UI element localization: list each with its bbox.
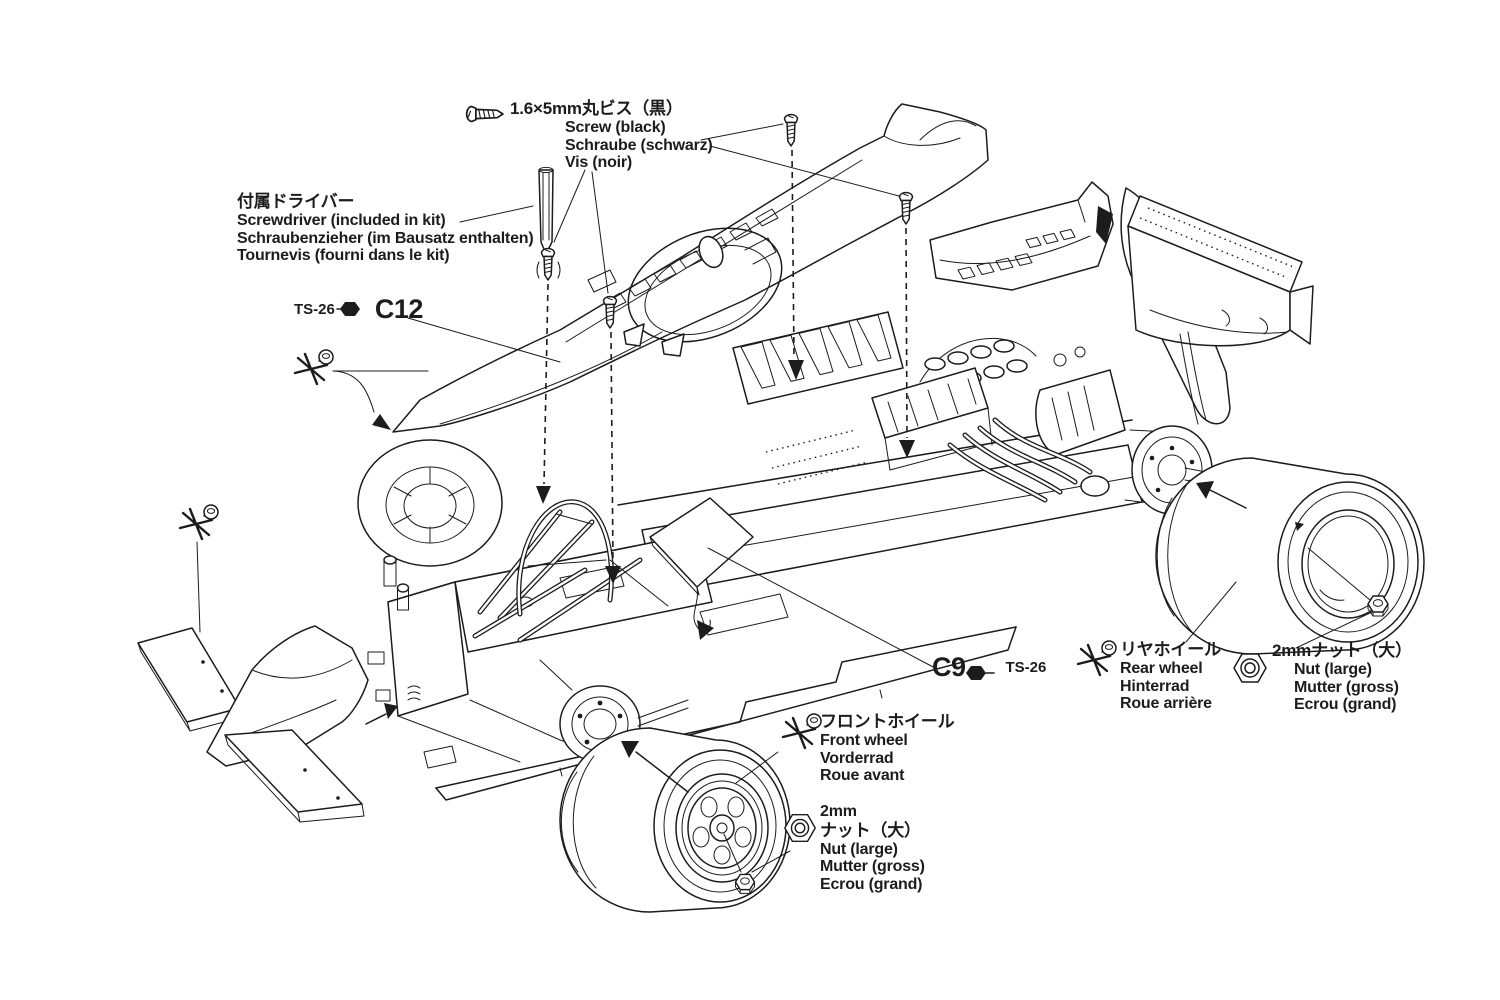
- screw-icon: [540, 247, 556, 281]
- part-code: C12: [374, 294, 424, 324]
- screwdriver-callout-jp: 付属ドライバー: [237, 192, 355, 211]
- rear-nut-callout: 2mmナット（大） Nut (large) Mutter (gross) Ecr…: [1272, 641, 1412, 714]
- leader-lines: [332, 123, 936, 669]
- rear-wing: [1096, 187, 1314, 425]
- front-nut-de: Mutter (gross): [820, 858, 925, 875]
- screw-callout: 1.6×5mm丸ビス（黒） Screw (black) Schraube (sc…: [510, 99, 713, 172]
- ghost-front-wheel: [357, 439, 503, 567]
- front-nut-en: Nut (large): [820, 840, 898, 858]
- part-callout-c9: C9 TS-26: [932, 652, 1046, 683]
- front-wheel-de: Vorderrad: [820, 749, 894, 767]
- rear-wheel-de: Hinterrad: [1120, 677, 1190, 695]
- sprue-mark-icon: [1076, 639, 1118, 677]
- hex-nut-icon: [1233, 653, 1267, 683]
- paint-code: TS-26: [294, 301, 335, 318]
- screwdriver-callout-en: Screwdriver (included in kit): [237, 212, 446, 229]
- screws: [536, 113, 915, 584]
- sprue-marks: [178, 348, 429, 633]
- engine-cover-panel: [929, 181, 1114, 291]
- front-wheel-fr: Roue avant: [820, 767, 905, 784]
- engine: [871, 337, 1126, 503]
- paint-hex-icon: [966, 666, 995, 680]
- body-cowl: [392, 103, 989, 433]
- paint-code: TS-26: [1005, 659, 1047, 676]
- rear-nut-jp: 2mmナット（大）: [1272, 641, 1412, 660]
- rear-tire: [1155, 457, 1425, 655]
- paint-hex-icon: [336, 302, 360, 316]
- rear-nut-fr: Ecrou (grand): [1294, 696, 1397, 713]
- screwdriver-callout-de: Schraubenzieher (im Bausatz enthalten): [237, 229, 534, 247]
- screw-callout-fr: Vis (noir): [565, 154, 633, 171]
- nose-cone-assembly: [137, 625, 398, 823]
- front-wheel-en: Front wheel: [820, 732, 908, 749]
- cowl-louvers: [603, 208, 779, 311]
- front-nut-callout: 2mm ナット（大） Nut (large) Mutter (gross) Ec…: [820, 803, 925, 893]
- rear-wheel-callout: リヤホイール Rear wheel Hinterrad Roue arrière: [1120, 640, 1221, 713]
- part-callout-c12: TS-26 C12: [294, 294, 423, 325]
- label-icons: [336, 105, 1267, 843]
- vent-panel: [732, 311, 904, 405]
- part-code: C9: [932, 652, 966, 682]
- screwdriver-callout-fr: Tournevis (fourni dans le kit): [237, 247, 450, 264]
- front-tire: [559, 727, 791, 913]
- front-wheel-jp: フロントホイール: [820, 712, 955, 731]
- sprue-mark-icon: [293, 348, 335, 386]
- front-nut-jp: ナット（大）: [820, 820, 921, 840]
- rear-nut-de: Mutter (gross): [1294, 678, 1399, 696]
- front-wheel-callout: フロントホイール Front wheel Vorderrad Roue avan…: [820, 712, 955, 785]
- sprue-mark-icon: [781, 712, 823, 750]
- monocoque: [367, 499, 713, 769]
- rear-wheel-fr: Roue arrière: [1120, 695, 1212, 712]
- screwdriver-callout: 付属ドライバー Screwdriver (included in kit) Sc…: [237, 192, 534, 265]
- rear-wheel-jp: リヤホイール: [1120, 640, 1221, 659]
- rear-wheel-en: Rear wheel: [1120, 660, 1203, 677]
- screw-callout-de: Schraube (schwarz): [565, 136, 713, 154]
- front-nut-size: 2mm: [820, 803, 857, 820]
- front-nut-fr: Ecrou (grand): [820, 875, 923, 893]
- rear-nut-en: Nut (large): [1294, 661, 1372, 678]
- hex-nut-icon: [784, 813, 816, 843]
- screw-callout-en: Screw (black): [565, 119, 666, 136]
- seat-back-panel: [649, 497, 754, 640]
- screw-icon: [465, 105, 504, 123]
- sprue-mark-icon: [178, 503, 220, 541]
- screw-callout-jp: 1.6×5mm丸ビス（黒）: [510, 99, 683, 118]
- screw-icon: [783, 113, 799, 147]
